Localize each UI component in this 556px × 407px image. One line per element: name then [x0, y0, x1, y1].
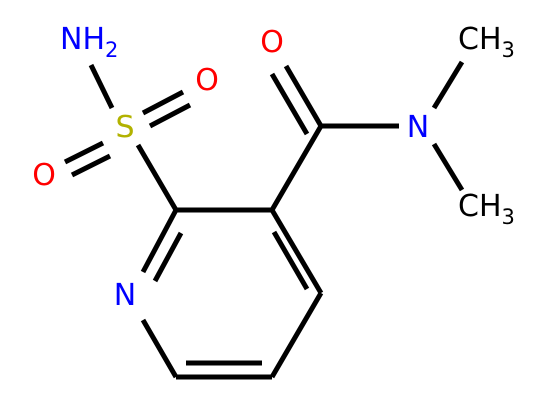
bond-n1-c2 [140, 208, 179, 274]
bond-s-o-left-a [63, 140, 105, 165]
bond-s-o-left-b [70, 153, 112, 178]
bond-c3-carbonyl [269, 124, 324, 212]
nh2-subscript: 2 [105, 38, 118, 62]
bond-s-o-right-a [141, 89, 185, 116]
amide-nitrogen: N [407, 110, 429, 145]
methyl-bottom-main: CH [458, 189, 502, 224]
pyridine-nitrogen: N [114, 278, 136, 313]
sulfur-label: S [115, 110, 134, 145]
bond-s-nh2 [88, 63, 115, 110]
bond-c4-c5 [269, 291, 324, 379]
bond-c6-n1 [140, 318, 179, 379]
bond-carbonyl-o-a [283, 64, 324, 128]
bond-c2-s [135, 143, 179, 212]
methyl-top-subscript: 3 [502, 38, 515, 62]
bond-n-ch3-bottom [431, 142, 465, 192]
bond-carbonyl-o-b [269, 72, 310, 136]
methyl-bottom-subscript: 3 [502, 205, 515, 229]
methyl-top-label: CH3 [458, 22, 515, 62]
bond-n1-c2-inner [152, 231, 184, 283]
nh2-label: NH2 [60, 22, 118, 62]
methyl-top-main: CH [458, 22, 502, 57]
bonds [63, 60, 465, 380]
nh2-main: NH [60, 22, 105, 57]
bond-c3-c4 [269, 208, 324, 295]
atom-labels: NH2 S O O O N CH3 CH3 N [32, 22, 515, 313]
sulfonyl-oxygen-right: O [195, 63, 219, 98]
bond-n-ch3-top [431, 60, 465, 110]
sulfonyl-oxygen-left: O [32, 158, 56, 193]
methyl-bottom-label: CH3 [458, 189, 515, 229]
bond-s-o-right-b [148, 102, 192, 129]
carbonyl-oxygen: O [260, 25, 284, 60]
bond-c3-c4-inner [271, 230, 310, 291]
